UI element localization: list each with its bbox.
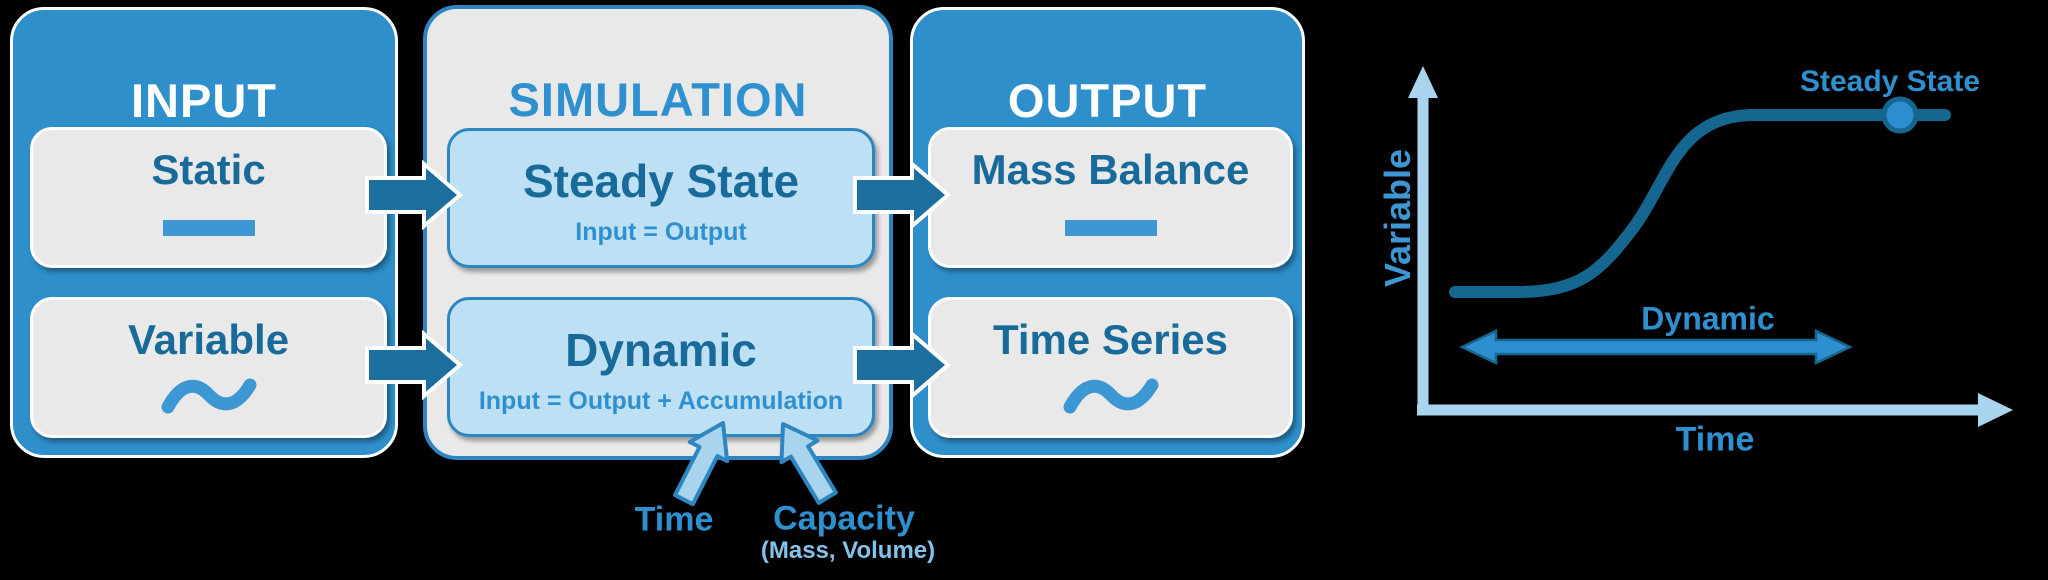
mass-balance-card: Mass Balance (928, 127, 1293, 268)
time-series-label: Time Series (992, 316, 1229, 363)
input-title: INPUT (131, 74, 277, 127)
dynamic-subtitle: Input = Output + Accumulation (478, 386, 844, 415)
chart-y-axis-label: Variable (1377, 148, 1418, 288)
output-column: OUTPUT Mass Balance Time Series (910, 7, 1305, 458)
output-title: OUTPUT (1007, 74, 1208, 127)
time-annotation-label: Time (634, 500, 714, 539)
steady-state-subtitle: Input = Output (575, 217, 747, 246)
static-label: Static (151, 146, 266, 193)
steady-state-marker (1881, 96, 1919, 134)
capacity-detail-label: (Mass, Volume) (760, 537, 936, 564)
dynamic-label: Dynamic (565, 324, 757, 376)
chart-dynamic-label: Dynamic (1641, 300, 1775, 337)
bar-icon (162, 220, 255, 237)
bar-icon (1064, 220, 1157, 237)
variable-label: Variable (127, 316, 290, 363)
y-axis-arrowhead-icon (1408, 66, 1438, 98)
input-column: INPUT Static Variable (10, 7, 398, 458)
capacity-annotation-label: Capacity (773, 499, 915, 538)
steady-state-card: Steady State Input = Output (447, 128, 875, 268)
sigmoid-curve (1449, 109, 1951, 298)
simulation-title: SIMULATION (508, 73, 808, 126)
static-card: Static (30, 127, 387, 268)
chart-x-axis-label: Time (1675, 420, 1755, 459)
simulation-column: SIMULATION Steady State Input = Output D… (423, 5, 893, 460)
time-series-card: Time Series (928, 297, 1293, 438)
chart-steady-state-label: Steady State (1799, 65, 1981, 98)
wave-icon (1063, 378, 1158, 414)
dynamic-card: Dynamic Input = Output + Accumulation (447, 297, 875, 437)
variable-card: Variable (30, 297, 387, 438)
mass-balance-label: Mass Balance (971, 146, 1250, 193)
x-axis-arrowhead-icon (1978, 393, 2013, 427)
wave-icon (161, 378, 256, 414)
steady-state-label: Steady State (522, 155, 800, 207)
